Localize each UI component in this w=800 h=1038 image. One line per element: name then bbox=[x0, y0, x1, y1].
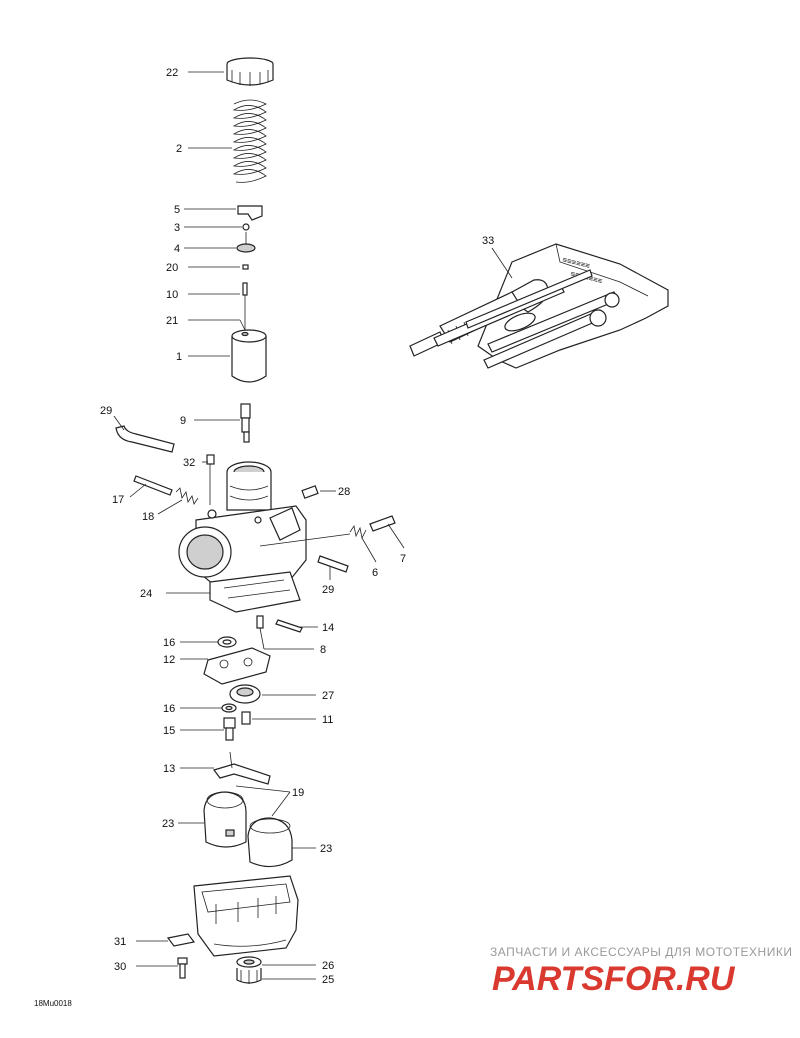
part-8-jet bbox=[256, 615, 264, 629]
part-26-plug bbox=[236, 956, 262, 968]
callout-10: 10 bbox=[166, 289, 178, 301]
part-11-pilot-jet bbox=[241, 711, 251, 725]
part-2-spring bbox=[232, 99, 267, 183]
callout-33: 33 bbox=[482, 235, 494, 247]
callout-22: 22 bbox=[166, 67, 178, 79]
part-23-float-left bbox=[203, 791, 247, 848]
part-16-oring-lower bbox=[221, 703, 237, 713]
part-14-pin bbox=[275, 619, 303, 633]
callout-23-left: 23 bbox=[162, 818, 174, 830]
part-1-slide bbox=[231, 329, 267, 383]
part-9-fitting bbox=[240, 403, 251, 443]
part-25-gasket bbox=[236, 968, 262, 984]
callout-28: 28 bbox=[338, 486, 350, 498]
part-6-spring bbox=[349, 524, 367, 540]
part-32-screw bbox=[206, 454, 215, 505]
callout-25: 25 bbox=[322, 974, 334, 986]
watermark-tagline: ЗАПЧАСТИ И АКСЕССУАРЫ ДЛЯ МОТОТЕХНИКИ bbox=[490, 945, 792, 959]
callout-29-upper: 29 bbox=[100, 405, 112, 417]
part-12-plate bbox=[203, 647, 271, 685]
float-bowl bbox=[193, 875, 299, 957]
callout-8: 8 bbox=[320, 644, 326, 656]
callout-9: 9 bbox=[180, 415, 186, 427]
callout-23-right: 23 bbox=[320, 843, 332, 855]
callout-21: 21 bbox=[166, 315, 178, 327]
callout-6: 6 bbox=[372, 567, 378, 579]
drawing-code: 18Mu0018 bbox=[34, 999, 72, 1008]
part-3-clip bbox=[242, 223, 250, 231]
part-22-cap bbox=[226, 57, 274, 86]
callout-5: 5 bbox=[174, 204, 180, 216]
callout-13: 13 bbox=[163, 763, 175, 775]
callout-27: 27 bbox=[322, 690, 334, 702]
part-29-hose-lower bbox=[317, 555, 349, 573]
part-7-air-screw bbox=[369, 515, 396, 532]
part-23-float-right bbox=[247, 817, 293, 868]
callout-15: 15 bbox=[163, 725, 175, 737]
part-27-jet-holder bbox=[229, 684, 261, 704]
callout-18: 18 bbox=[142, 511, 154, 523]
callout-32: 32 bbox=[183, 457, 195, 469]
callout-30: 30 bbox=[114, 961, 126, 973]
callout-16-upper: 16 bbox=[163, 637, 175, 649]
part-30-screw bbox=[177, 957, 188, 979]
part-31-bracket bbox=[166, 933, 196, 947]
part-13-float-arm bbox=[213, 751, 271, 785]
callout-11: 11 bbox=[322, 714, 333, 726]
part-16-oring-upper bbox=[217, 636, 237, 648]
callout-3: 3 bbox=[174, 222, 180, 234]
callout-17: 17 bbox=[112, 494, 124, 506]
callout-1: 1 bbox=[176, 351, 182, 363]
callout-19: 19 bbox=[292, 787, 304, 799]
part-15-main-jet bbox=[223, 717, 236, 741]
watermark-brand: PARTSFOR.RU bbox=[492, 960, 736, 998]
callout-26: 26 bbox=[322, 960, 334, 972]
callout-14: 14 bbox=[322, 622, 334, 634]
callout-20: 20 bbox=[166, 262, 178, 274]
part-5-clip bbox=[237, 205, 263, 221]
part-4-washer bbox=[236, 232, 256, 253]
callout-4: 4 bbox=[174, 243, 180, 255]
part-17-idle-screw bbox=[133, 475, 173, 496]
part-33-tool-kit: ≡≡≡≡≡≡ ≡≡≡≡≡≡≡ bbox=[409, 243, 669, 369]
callout-2: 2 bbox=[176, 143, 182, 155]
part-20-ring bbox=[242, 264, 249, 270]
callout-7: 7 bbox=[400, 553, 406, 565]
part-24-carburetor-body bbox=[178, 461, 351, 613]
callout-31: 31 bbox=[114, 936, 126, 948]
callout-29-lower: 29 bbox=[322, 584, 334, 596]
part-29-hose-upper bbox=[115, 425, 175, 453]
part-18-spring bbox=[175, 487, 199, 505]
part-28-plug bbox=[301, 485, 319, 499]
callout-12: 12 bbox=[163, 654, 175, 666]
callout-24: 24 bbox=[140, 588, 152, 600]
callout-16-lower: 16 bbox=[163, 703, 175, 715]
